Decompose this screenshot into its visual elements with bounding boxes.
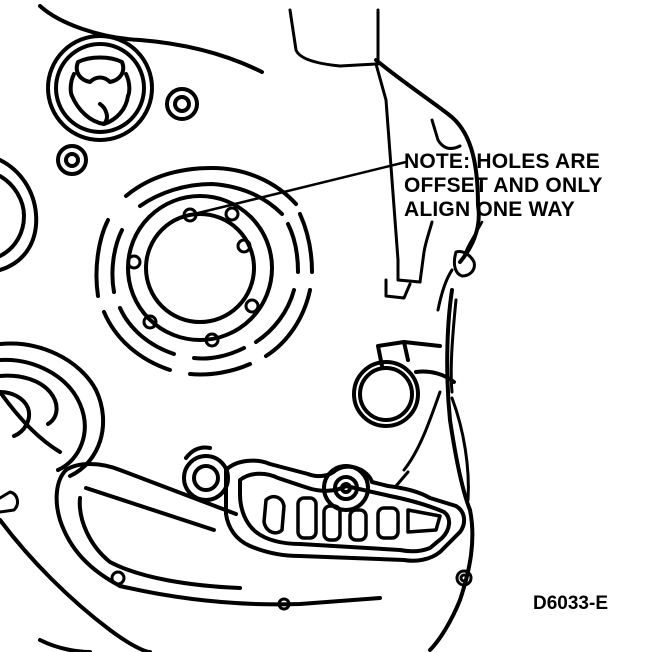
case-housing-outline [0,4,481,652]
callout-leader [188,160,408,217]
valve-body-ports [262,494,442,542]
callout-line-1: NOTE: HOLES ARE [404,150,600,173]
upper-bracket [288,8,462,300]
bolt-circle-housing [94,166,314,377]
figure-code: D6033-E [533,593,608,614]
lower-left-gear [0,341,106,478]
boss-top [56,87,199,176]
valve-body-bosses [182,445,370,512]
bottom-bolts [110,569,473,611]
left-partial-gear [0,158,39,272]
housing-inner-wall [394,298,470,502]
bolt-hole-offset [182,207,198,223]
callout-line-3: ALIGN ONE WAY [404,198,576,221]
bolt-holes [126,206,260,348]
top-left-gear [46,34,154,142]
callout-leader-right [462,220,484,258]
left-screw [0,490,19,514]
callout-note: NOTE: HOLES ARE OFFSET AND ONLY ALIGN ON… [404,150,603,222]
callout-line-2: OFFSET AND ONLY [404,174,603,197]
